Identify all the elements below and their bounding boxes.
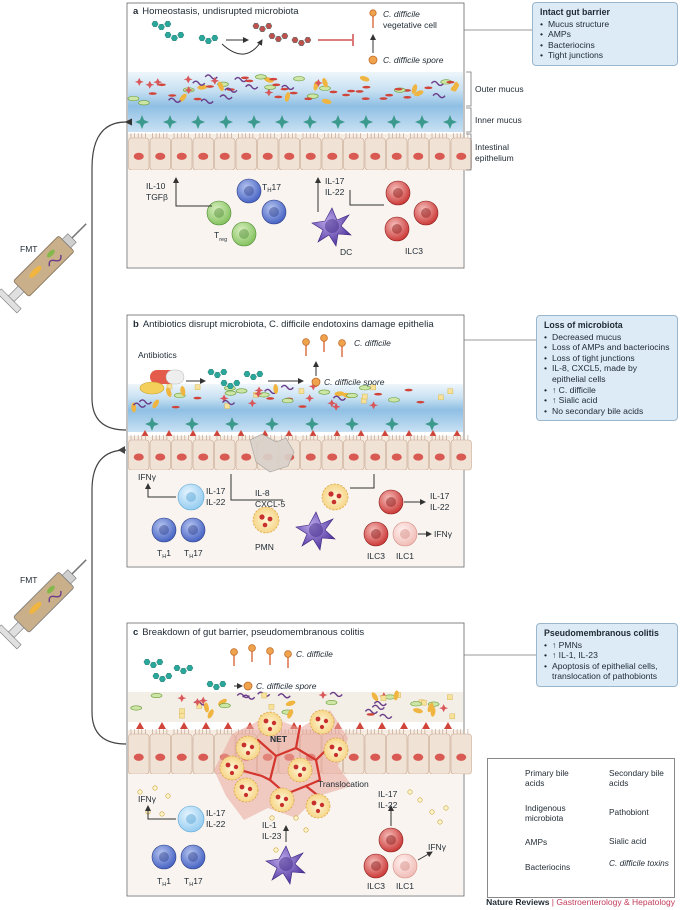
c-cdiff-label: C. difficile bbox=[296, 649, 333, 659]
fmt-label-top: FMT bbox=[20, 244, 37, 254]
info-box-loss-microbiota: Loss of microbiota Decreased mucus Loss … bbox=[536, 315, 678, 422]
legend-indigenous: Indigenous microbiota bbox=[525, 803, 566, 823]
c-il17: IL-17 bbox=[206, 808, 226, 818]
c-il1: IL-1 bbox=[262, 820, 277, 830]
a-dc: DC bbox=[340, 247, 352, 257]
syringe-top bbox=[0, 223, 87, 314]
b-th17: TH17 bbox=[184, 548, 203, 560]
c-il22: IL-22 bbox=[206, 819, 226, 829]
a-il17: IL-17 bbox=[325, 176, 345, 186]
info-box-pseudomembranous-colitis: Pseudomembranous colitis ↑ PMNs ↑ IL-1, … bbox=[536, 623, 678, 687]
b-il17-right: IL-17 bbox=[430, 491, 450, 501]
c-ifng-right: IFNγ bbox=[428, 842, 447, 852]
b-antibiotics: Antibiotics bbox=[138, 350, 177, 360]
c-ilc3: ILC3 bbox=[367, 881, 385, 891]
b-spore-label: C. difficile spore bbox=[324, 377, 385, 387]
b-il8: IL-8 bbox=[255, 488, 270, 498]
legend-amps: AMPs bbox=[525, 837, 548, 847]
a-ilc3: ILC3 bbox=[405, 246, 423, 256]
legend-sialic: Sialic acid bbox=[609, 836, 647, 846]
c-il22-right: IL-22 bbox=[378, 800, 398, 810]
legend-secondary: Secondary bile acids bbox=[609, 768, 664, 788]
b-cdiff-label: C. difficile bbox=[354, 338, 391, 348]
c-il17-right: IL-17 bbox=[378, 789, 398, 799]
layer-labels: Outer mucus Inner mucus Intestinal epith… bbox=[466, 71, 524, 171]
outer-mucus-label: Outer mucus bbox=[475, 84, 524, 94]
b-pmn bbox=[252, 483, 349, 534]
fmt-arrow-bottom bbox=[91, 449, 127, 745]
b-il22: IL-22 bbox=[206, 497, 226, 507]
info-box-intact-barrier: Intact gut barrier Mucus structure AMPs … bbox=[532, 2, 678, 66]
b-pmn-label: PMN bbox=[255, 542, 274, 552]
c-ifng: IFNγ bbox=[138, 794, 157, 804]
a-il10: IL-10 bbox=[146, 181, 166, 191]
a-spore-label: C. difficile spore bbox=[383, 55, 444, 65]
c-il23: IL-23 bbox=[262, 831, 282, 841]
c-translocation: Translocation bbox=[318, 779, 369, 789]
b-il17: IL-17 bbox=[206, 486, 226, 496]
legend-toxins: C. difficile toxins bbox=[609, 858, 669, 868]
b-cxcl5: CXCL-5 bbox=[255, 499, 286, 509]
b-ifng-right: IFNγ bbox=[434, 529, 453, 539]
epithelium-label-1: Intestinal bbox=[475, 142, 509, 152]
a-il22: IL-22 bbox=[325, 187, 345, 197]
epithelium-label-2: epithelium bbox=[475, 153, 514, 163]
c-th17: TH17 bbox=[184, 876, 203, 888]
inner-mucus-label: Inner mucus bbox=[475, 115, 522, 125]
footer-credit: Nature Reviews | Gastroenterology & Hepa… bbox=[486, 897, 675, 907]
c-th1: TH1 bbox=[157, 876, 171, 888]
fmt-arrow-top bbox=[91, 118, 133, 431]
fmt-label-bottom: FMT bbox=[20, 575, 37, 585]
a-treg: Treg bbox=[214, 230, 227, 243]
b-th1: TH1 bbox=[157, 548, 171, 560]
c-spore-label: C. difficile spore bbox=[256, 681, 317, 691]
b-ifng: IFNγ bbox=[138, 472, 157, 482]
legend-bacteriocins: Bacteriocins bbox=[525, 862, 571, 872]
panel-a: C. difficile vegetative cell C. difficil… bbox=[127, 9, 472, 267]
b-il22-right: IL-22 bbox=[430, 502, 450, 512]
c-net-label: NET bbox=[270, 734, 288, 744]
panel-c: NET C. difficile C. difficile spore Tran… bbox=[128, 644, 472, 895]
b-ilc3: ILC3 bbox=[367, 551, 385, 561]
legend-primary: Primary bile acids bbox=[525, 768, 569, 788]
a-tgfb: TGFβ bbox=[146, 192, 168, 202]
legend: Primary bile acids Secondary bile acids … bbox=[487, 758, 675, 898]
a-th17: TH17 bbox=[262, 182, 281, 194]
legend-pathobiont: Pathobiont bbox=[609, 807, 649, 817]
panel-b: Antibiotics C. difficile C. difficile sp… bbox=[128, 334, 472, 566]
a-vegetative-label-2: vegetative cell bbox=[383, 20, 437, 30]
a-vegetative-label: C. difficile bbox=[383, 9, 420, 19]
syringe-bottom bbox=[0, 559, 87, 650]
b-ilc1: ILC1 bbox=[396, 551, 414, 561]
c-ilc1: ILC1 bbox=[396, 881, 414, 891]
